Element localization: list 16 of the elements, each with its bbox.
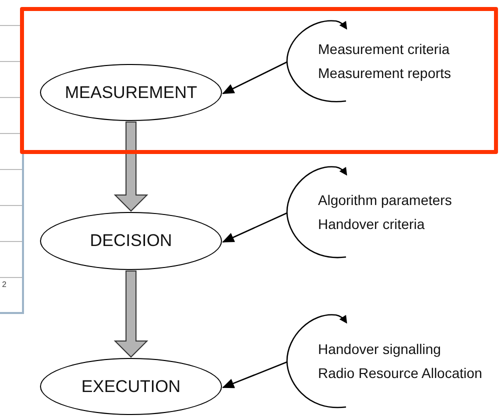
parameter-text: Handover criteria <box>318 215 426 234</box>
parameter-text: Radio Resource Allocation <box>318 364 482 383</box>
ellipse-node: MEASUREMENT <box>40 64 222 121</box>
block-arrow <box>114 122 148 212</box>
arrow <box>222 361 288 388</box>
ellipse-node: DECISION <box>40 212 222 270</box>
parameter-text: Measurement reports <box>318 64 452 83</box>
parameter-text: Handover signalling <box>318 340 442 359</box>
block-arrow <box>114 270 148 358</box>
fragment-label: 2 <box>2 279 6 291</box>
ellipse-node: EXECUTION <box>40 358 222 415</box>
highlight-frame <box>20 7 498 154</box>
parameter-text: Measurement criteria <box>318 40 450 59</box>
parameter-text: Algorithm parameters <box>318 191 452 210</box>
arrow <box>222 61 288 94</box>
arrow <box>222 212 288 243</box>
